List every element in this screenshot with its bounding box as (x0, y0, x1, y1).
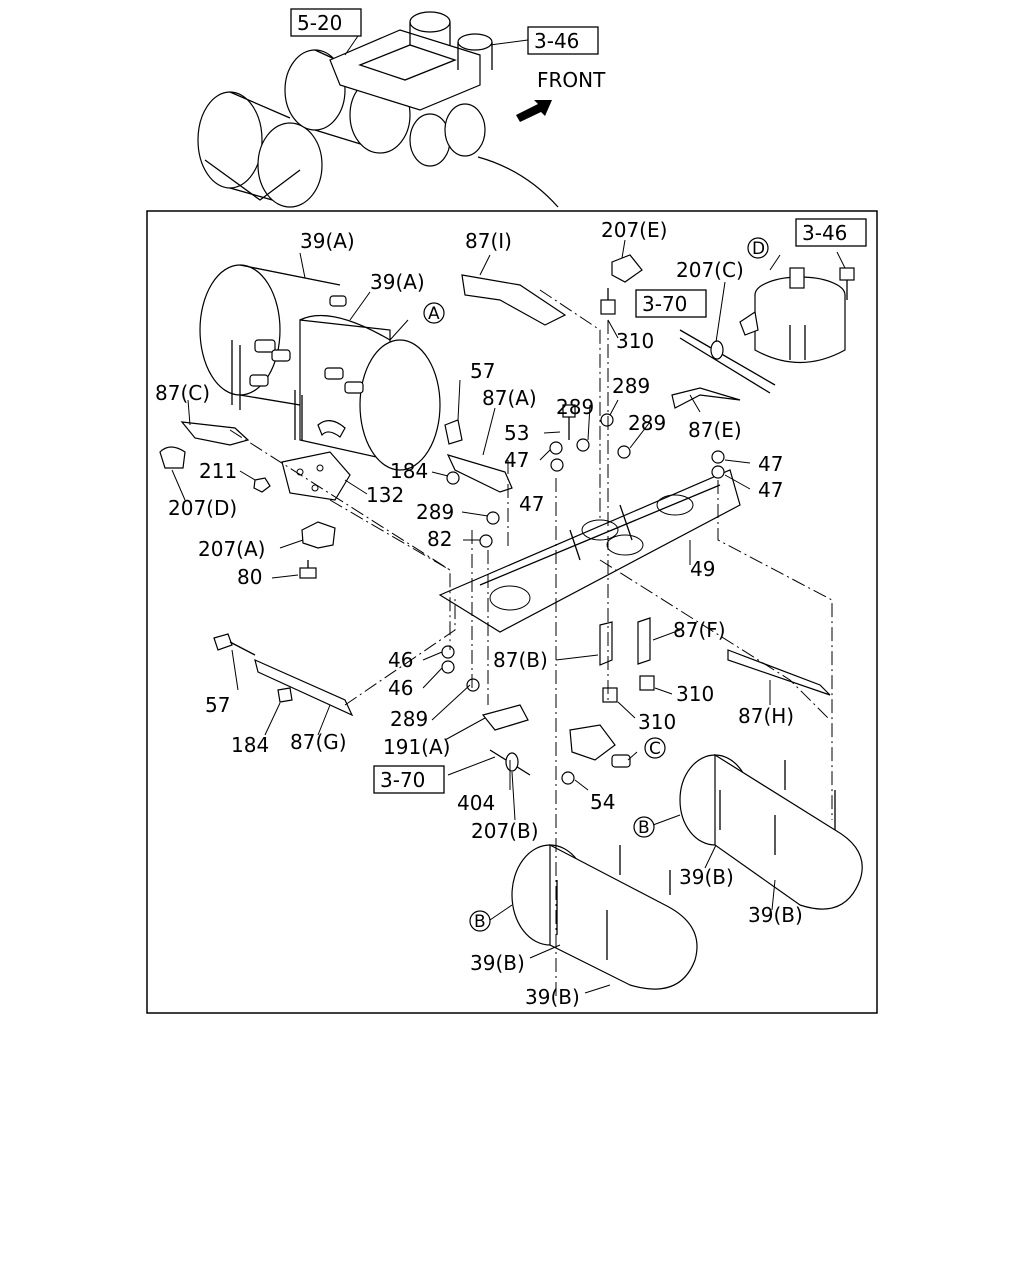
front-label: FRONT (537, 68, 606, 92)
label-39b-1[interactable]: 39(B) (679, 865, 734, 889)
label-207a[interactable]: 207(A) (198, 537, 265, 561)
ref-box-3-46-right[interactable]: 3-46 (795, 218, 867, 247)
label-47-b[interactable]: 47 (519, 492, 544, 516)
part-labels: 39(A) 39(A) 87(I) 207(E) 207(C) 310 87(C… (155, 218, 803, 1009)
front-arrow-icon (516, 100, 552, 122)
label-39a-2[interactable]: 39(A) (370, 270, 425, 294)
label-39b-4[interactable]: 39(B) (525, 985, 580, 1009)
label-184-top[interactable]: 184 (390, 459, 428, 483)
label-87g[interactable]: 87(G) (290, 730, 347, 754)
svg-text:3-70: 3-70 (380, 768, 425, 792)
label-57-bottom[interactable]: 57 (205, 693, 230, 717)
label-207d[interactable]: 207(D) (168, 496, 237, 520)
label-47-d[interactable]: 47 (758, 478, 783, 502)
svg-text:3-46: 3-46 (534, 29, 579, 53)
label-184-bottom[interactable]: 184 (231, 733, 269, 757)
callout-b-bottom: B (469, 910, 491, 932)
label-87a[interactable]: 87(A) (482, 386, 537, 410)
label-191a[interactable]: 191(A) (383, 735, 450, 759)
label-310-b[interactable]: 310 (676, 682, 714, 706)
label-54[interactable]: 54 (590, 790, 615, 814)
label-47-a[interactable]: 47 (504, 448, 529, 472)
label-87f[interactable]: 87(F) (673, 618, 726, 642)
svg-text:B: B (638, 818, 650, 838)
label-47-c[interactable]: 47 (758, 452, 783, 476)
label-289-d[interactable]: 289 (416, 500, 454, 524)
overview-sketch (197, 11, 559, 208)
svg-text:D: D (752, 239, 765, 259)
label-49[interactable]: 49 (690, 557, 715, 581)
callout-d: D (747, 237, 769, 259)
label-310-c[interactable]: 310 (638, 710, 676, 734)
label-207b[interactable]: 207(B) (471, 819, 539, 843)
label-310-top[interactable]: 310 (616, 329, 654, 353)
callout-c: C (644, 737, 666, 759)
label-87e[interactable]: 87(E) (688, 418, 742, 442)
label-211[interactable]: 211 (199, 459, 237, 483)
label-87h[interactable]: 87(H) (738, 704, 794, 728)
label-39b-3[interactable]: 39(B) (470, 951, 525, 975)
ref-box-3-70-top[interactable]: 3-70 (635, 289, 707, 318)
label-46-a[interactable]: 46 (388, 648, 413, 672)
label-46-b[interactable]: 46 (388, 676, 413, 700)
ref-box-3-46-top[interactable]: 3-46 (527, 26, 599, 55)
svg-text:5-20: 5-20 (297, 11, 342, 35)
label-82[interactable]: 82 (427, 527, 452, 551)
label-57-top[interactable]: 57 (470, 359, 495, 383)
callout-a: A (423, 302, 445, 324)
label-39b-2[interactable]: 39(B) (748, 903, 803, 927)
svg-text:3-70: 3-70 (642, 292, 687, 316)
svg-text:A: A (428, 304, 440, 324)
callout-b-right: B (633, 816, 655, 838)
label-80[interactable]: 80 (237, 565, 262, 589)
label-207e[interactable]: 207(E) (601, 218, 667, 242)
ref-box-5-20[interactable]: 5-20 (290, 8, 362, 37)
label-87c[interactable]: 87(C) (155, 381, 210, 405)
label-87i[interactable]: 87(I) (465, 229, 512, 253)
label-289-a[interactable]: 289 (556, 395, 594, 419)
label-132[interactable]: 132 (366, 483, 404, 507)
label-207c[interactable]: 207(C) (676, 258, 744, 282)
label-53[interactable]: 53 (504, 421, 529, 445)
label-289-e[interactable]: 289 (390, 707, 428, 731)
detail-frame (146, 210, 878, 1014)
svg-text:3-46: 3-46 (802, 221, 847, 245)
svg-text:B: B (474, 912, 486, 932)
label-87b[interactable]: 87(B) (493, 648, 548, 672)
label-289-b[interactable]: 289 (612, 374, 650, 398)
svg-text:C: C (649, 739, 661, 759)
label-404[interactable]: 404 (457, 791, 495, 815)
ref-box-3-70-bottom[interactable]: 3-70 (373, 765, 445, 794)
detail-drawing (159, 239, 863, 1000)
label-289-c[interactable]: 289 (628, 411, 666, 435)
label-39a-1[interactable]: 39(A) (300, 229, 355, 253)
